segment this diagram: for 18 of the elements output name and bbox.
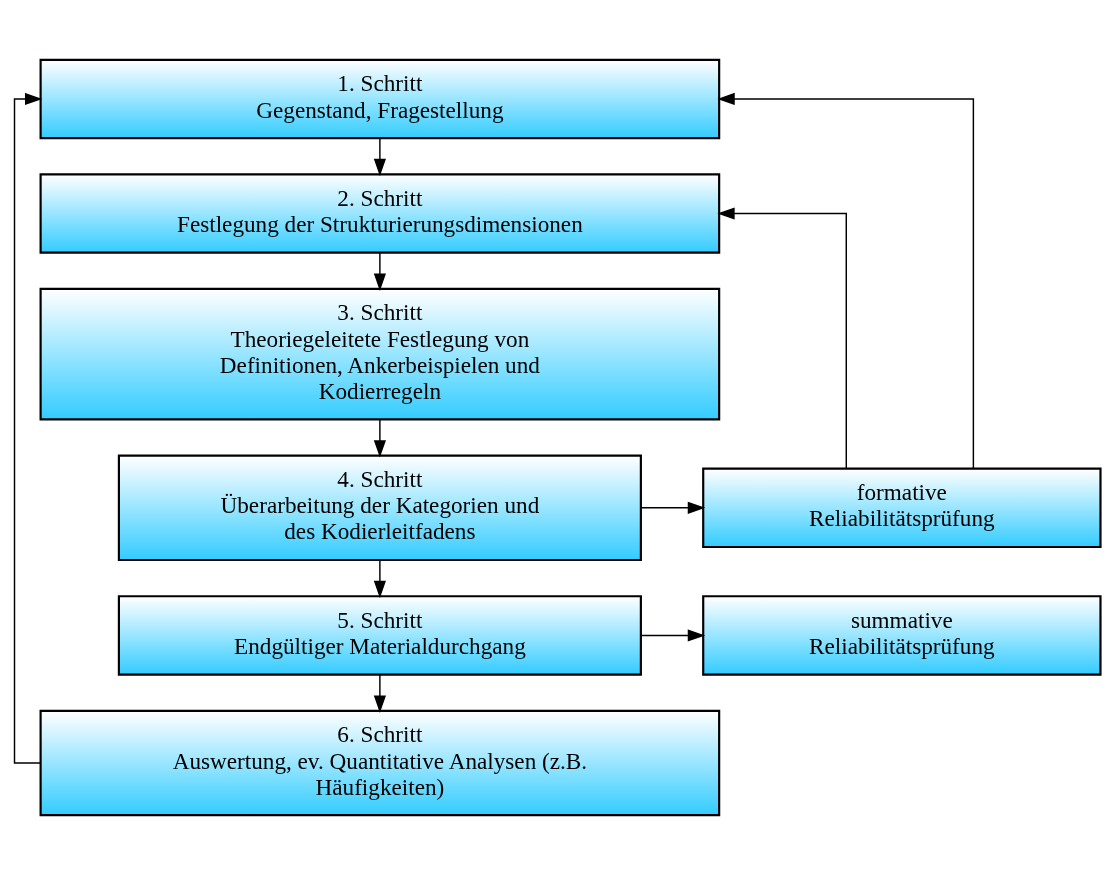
arrow — [13, 92, 43, 764]
arrow — [373, 251, 386, 291]
node-box: 4. Schritt Überarbeitung der Kategorien und des Kodierleitfadens — [117, 454, 642, 562]
arrow — [373, 137, 386, 177]
arrow — [640, 629, 706, 642]
node-box: 2. Schritt Festlegung der Strukturierungsdimensionen — [39, 173, 721, 254]
arrow — [717, 207, 847, 469]
arrow — [373, 419, 386, 458]
arrow — [640, 501, 706, 514]
node-box: 6. Schritt Auswertung, ev. Quantitative Analysen (z.B. Häufigkeiten) — [39, 709, 721, 817]
arrow — [717, 92, 975, 470]
node-box: summative Reliabilitätsprüfung — [702, 595, 1102, 676]
arrow — [373, 559, 386, 599]
node-box: 3. Schritt Theoriegeleitete Festlegung von Definitionen, Ankerbeispielen und Kodierregeln — [39, 287, 721, 421]
arrow — [373, 674, 386, 713]
node-box: 1. Schritt Gegenstand, Fragestellung — [39, 58, 721, 140]
node-box: 5. Schritt Endgültiger Materialdurchgang — [117, 595, 642, 676]
node-box: formative Reliabilitätsprüfung — [702, 467, 1102, 549]
